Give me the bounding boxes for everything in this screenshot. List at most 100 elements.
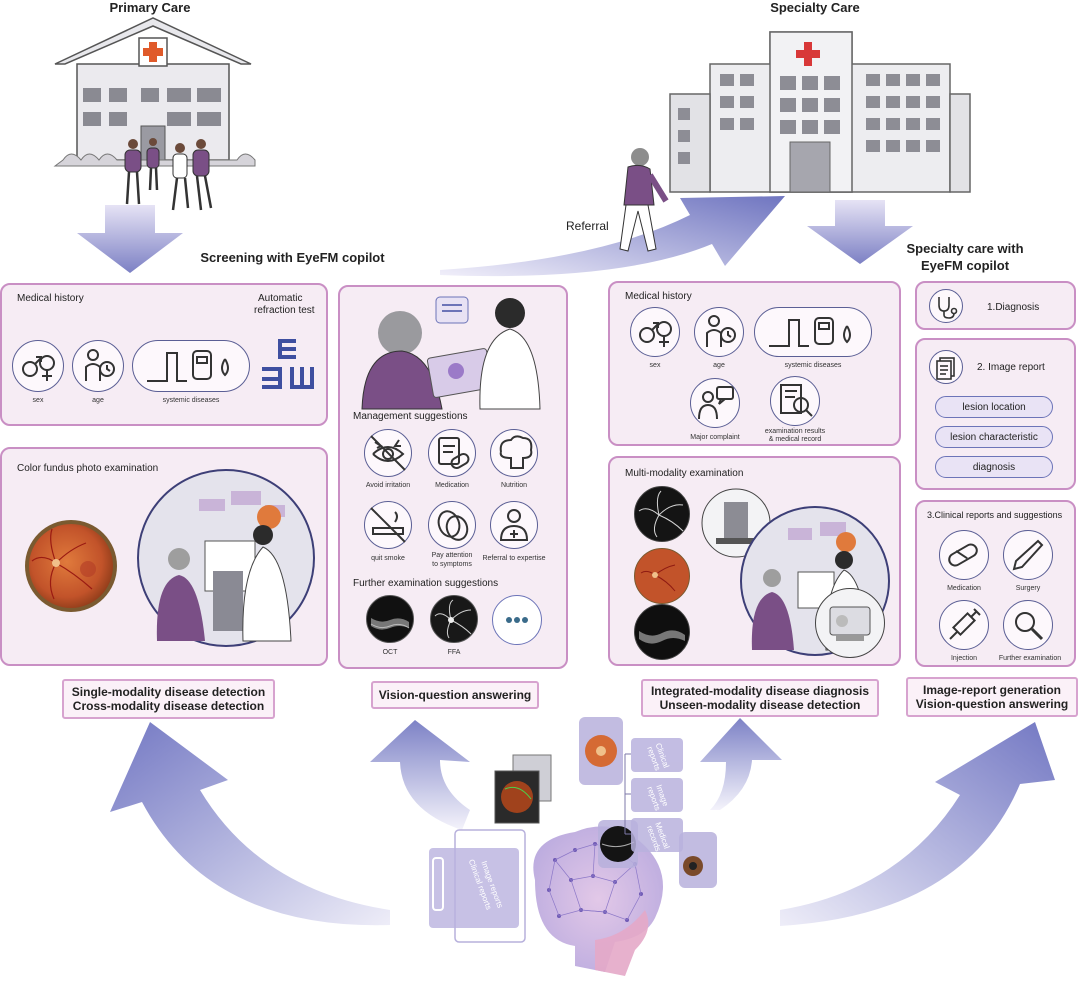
diagnosis-panel: 1.Diagnosis — [915, 281, 1076, 330]
task-box-detection: Single-modality disease detection Cross-… — [62, 679, 275, 719]
specialty-care-title: Specialty Care — [770, 0, 860, 15]
task-line: Integrated-modality disease diagnosis — [650, 684, 870, 698]
oct-image — [634, 604, 690, 660]
major-complaint-icon — [690, 378, 740, 428]
oct-image — [366, 595, 414, 643]
walking-patient-icon — [619, 148, 669, 252]
refraction-label-line1: Automatic — [258, 293, 303, 304]
report-icon — [929, 350, 963, 384]
floating-multimodal-image-icon — [494, 754, 552, 824]
lesion-location-pill: lesion location — [935, 396, 1053, 418]
referral-label: Referral — [566, 219, 609, 233]
floating-oct-card-icon — [598, 820, 638, 868]
management-title: Management suggestions — [353, 411, 468, 422]
task-box-diagnosis: Integrated-modality disease diagnosis Un… — [641, 679, 879, 717]
sex-label: sex — [649, 362, 661, 369]
medication-label: Medication — [435, 482, 469, 489]
oct-machine-icon — [815, 588, 885, 658]
referral-expertise-icon — [490, 501, 538, 549]
avoid-irritation-icon — [364, 429, 412, 477]
task-box-vqa: Vision-question answering — [371, 681, 539, 709]
age-label: age — [92, 397, 104, 404]
image-report-panel: 2. Image report lesion location lesion c… — [915, 338, 1076, 490]
eye-chart-icon — [262, 339, 314, 389]
primary-care-title: Primary Care — [109, 0, 191, 15]
clinical-reports-panel: 3.Clinical reports and suggestions Medic… — [915, 500, 1076, 667]
screening-heading: Screening with EyeFM copilot — [200, 250, 385, 265]
medication-label: Medication — [947, 585, 981, 592]
fundus-photo-icon — [25, 520, 117, 612]
ffa-image — [430, 595, 478, 643]
panel-title: Medical history — [17, 293, 84, 304]
task-line: Vision-question answering — [915, 697, 1069, 711]
curved-arrows-icon — [110, 718, 1055, 926]
task-line: Single-modality disease detection — [71, 685, 266, 699]
magnifier-icon — [1003, 600, 1053, 650]
referral-arrow-icon — [440, 196, 785, 277]
text-card-stack: Clinical reports Image reports — [425, 822, 535, 952]
specialty-care-building-icon — [669, 31, 971, 193]
diagnosis-label: 1.Diagnosis — [987, 302, 1040, 313]
text-card-frames-icon — [429, 829, 526, 943]
specialty-heading-line1: Specialty care with — [906, 241, 1024, 256]
panel-title: Medical history — [625, 291, 692, 302]
surgery-label: Surgery — [1015, 585, 1041, 592]
oct-label: OCT — [382, 649, 398, 656]
further-exam-title: Further examination suggestions — [353, 578, 499, 589]
task-line: Image-report generation — [922, 683, 1062, 697]
fundus-image — [634, 548, 690, 604]
task-line: Cross-modality disease detection — [72, 699, 265, 713]
nutrition-label: Nutrition — [500, 482, 528, 489]
pay-attention-icon — [428, 501, 476, 549]
medical-history-panel-left: Medical history Automatic refraction tes… — [0, 283, 328, 426]
lesion-characteristic-pill: lesion characteristic — [935, 426, 1053, 448]
exam-results-icon — [770, 376, 820, 426]
pay-attention-label-line2: to symptoms — [432, 561, 472, 568]
avoid-irritation-label: Avoid irritation — [365, 482, 411, 489]
injection-icon — [939, 600, 989, 650]
primary-care-building-icon — [53, 17, 256, 211]
clinical-title: 3.Clinical reports and suggestions — [927, 510, 1063, 520]
major-complaint-label: Major complaint — [690, 434, 740, 441]
vqa-panel: Management suggestions Avoid irritation … — [338, 285, 568, 669]
sex-icon — [12, 340, 64, 392]
pay-attention-label-line1: Pay attention — [431, 552, 473, 559]
ffa-image — [634, 486, 690, 542]
referral-expertise-label: Referral to expertise — [482, 555, 546, 562]
stethoscope-icon — [929, 289, 963, 323]
systemic-diseases-label: systemic diseases — [784, 362, 842, 369]
nutrition-icon — [490, 429, 538, 477]
panel-title: Color fundus photo examination — [17, 463, 159, 474]
systemic-diseases-label: systemic diseases — [162, 397, 220, 404]
down-arrow-left-icon — [77, 205, 183, 273]
color-fundus-panel: Color fundus photo examination — [0, 447, 328, 666]
quit-smoke-icon — [364, 501, 412, 549]
sex-icon — [630, 307, 680, 357]
task-line: Unseen-modality disease detection — [659, 698, 861, 712]
multi-modality-panel: Multi-modality examination — [608, 456, 901, 666]
more-options-icon — [492, 595, 542, 645]
systemic-diseases-icon — [754, 307, 872, 357]
systemic-diseases-icon — [132, 340, 250, 392]
age-icon — [694, 307, 744, 357]
down-arrow-right-icon — [807, 200, 913, 264]
panel-title: Multi-modality examination — [625, 468, 744, 479]
surgery-icon — [1003, 530, 1053, 580]
refraction-label-line2: refraction test — [254, 305, 315, 316]
fundus-exam-illustration — [137, 469, 315, 647]
image-report-title: 2. Image report — [977, 362, 1045, 373]
specialty-heading-line2: EyeFM copilot — [920, 258, 1010, 273]
ffa-label: FFA — [447, 649, 461, 656]
floating-eye-card-icon — [679, 832, 717, 888]
floating-fundus-card-icon — [579, 717, 623, 785]
report-cards-stack: Clinical reports Image reports Medical r… — [624, 738, 695, 853]
diagnosis-pill: diagnosis — [935, 456, 1053, 478]
injection-label: Injection — [950, 655, 978, 662]
report-cards-bg-icon — [624, 738, 683, 852]
age-icon — [72, 340, 124, 392]
task-line: Vision-question answering — [378, 688, 532, 702]
medication-icon — [939, 530, 989, 580]
exam-results-label-line2: & medical record — [768, 436, 822, 443]
further-exam-label: Further examination — [998, 655, 1062, 662]
quit-smoke-label: quit smoke — [371, 555, 405, 562]
